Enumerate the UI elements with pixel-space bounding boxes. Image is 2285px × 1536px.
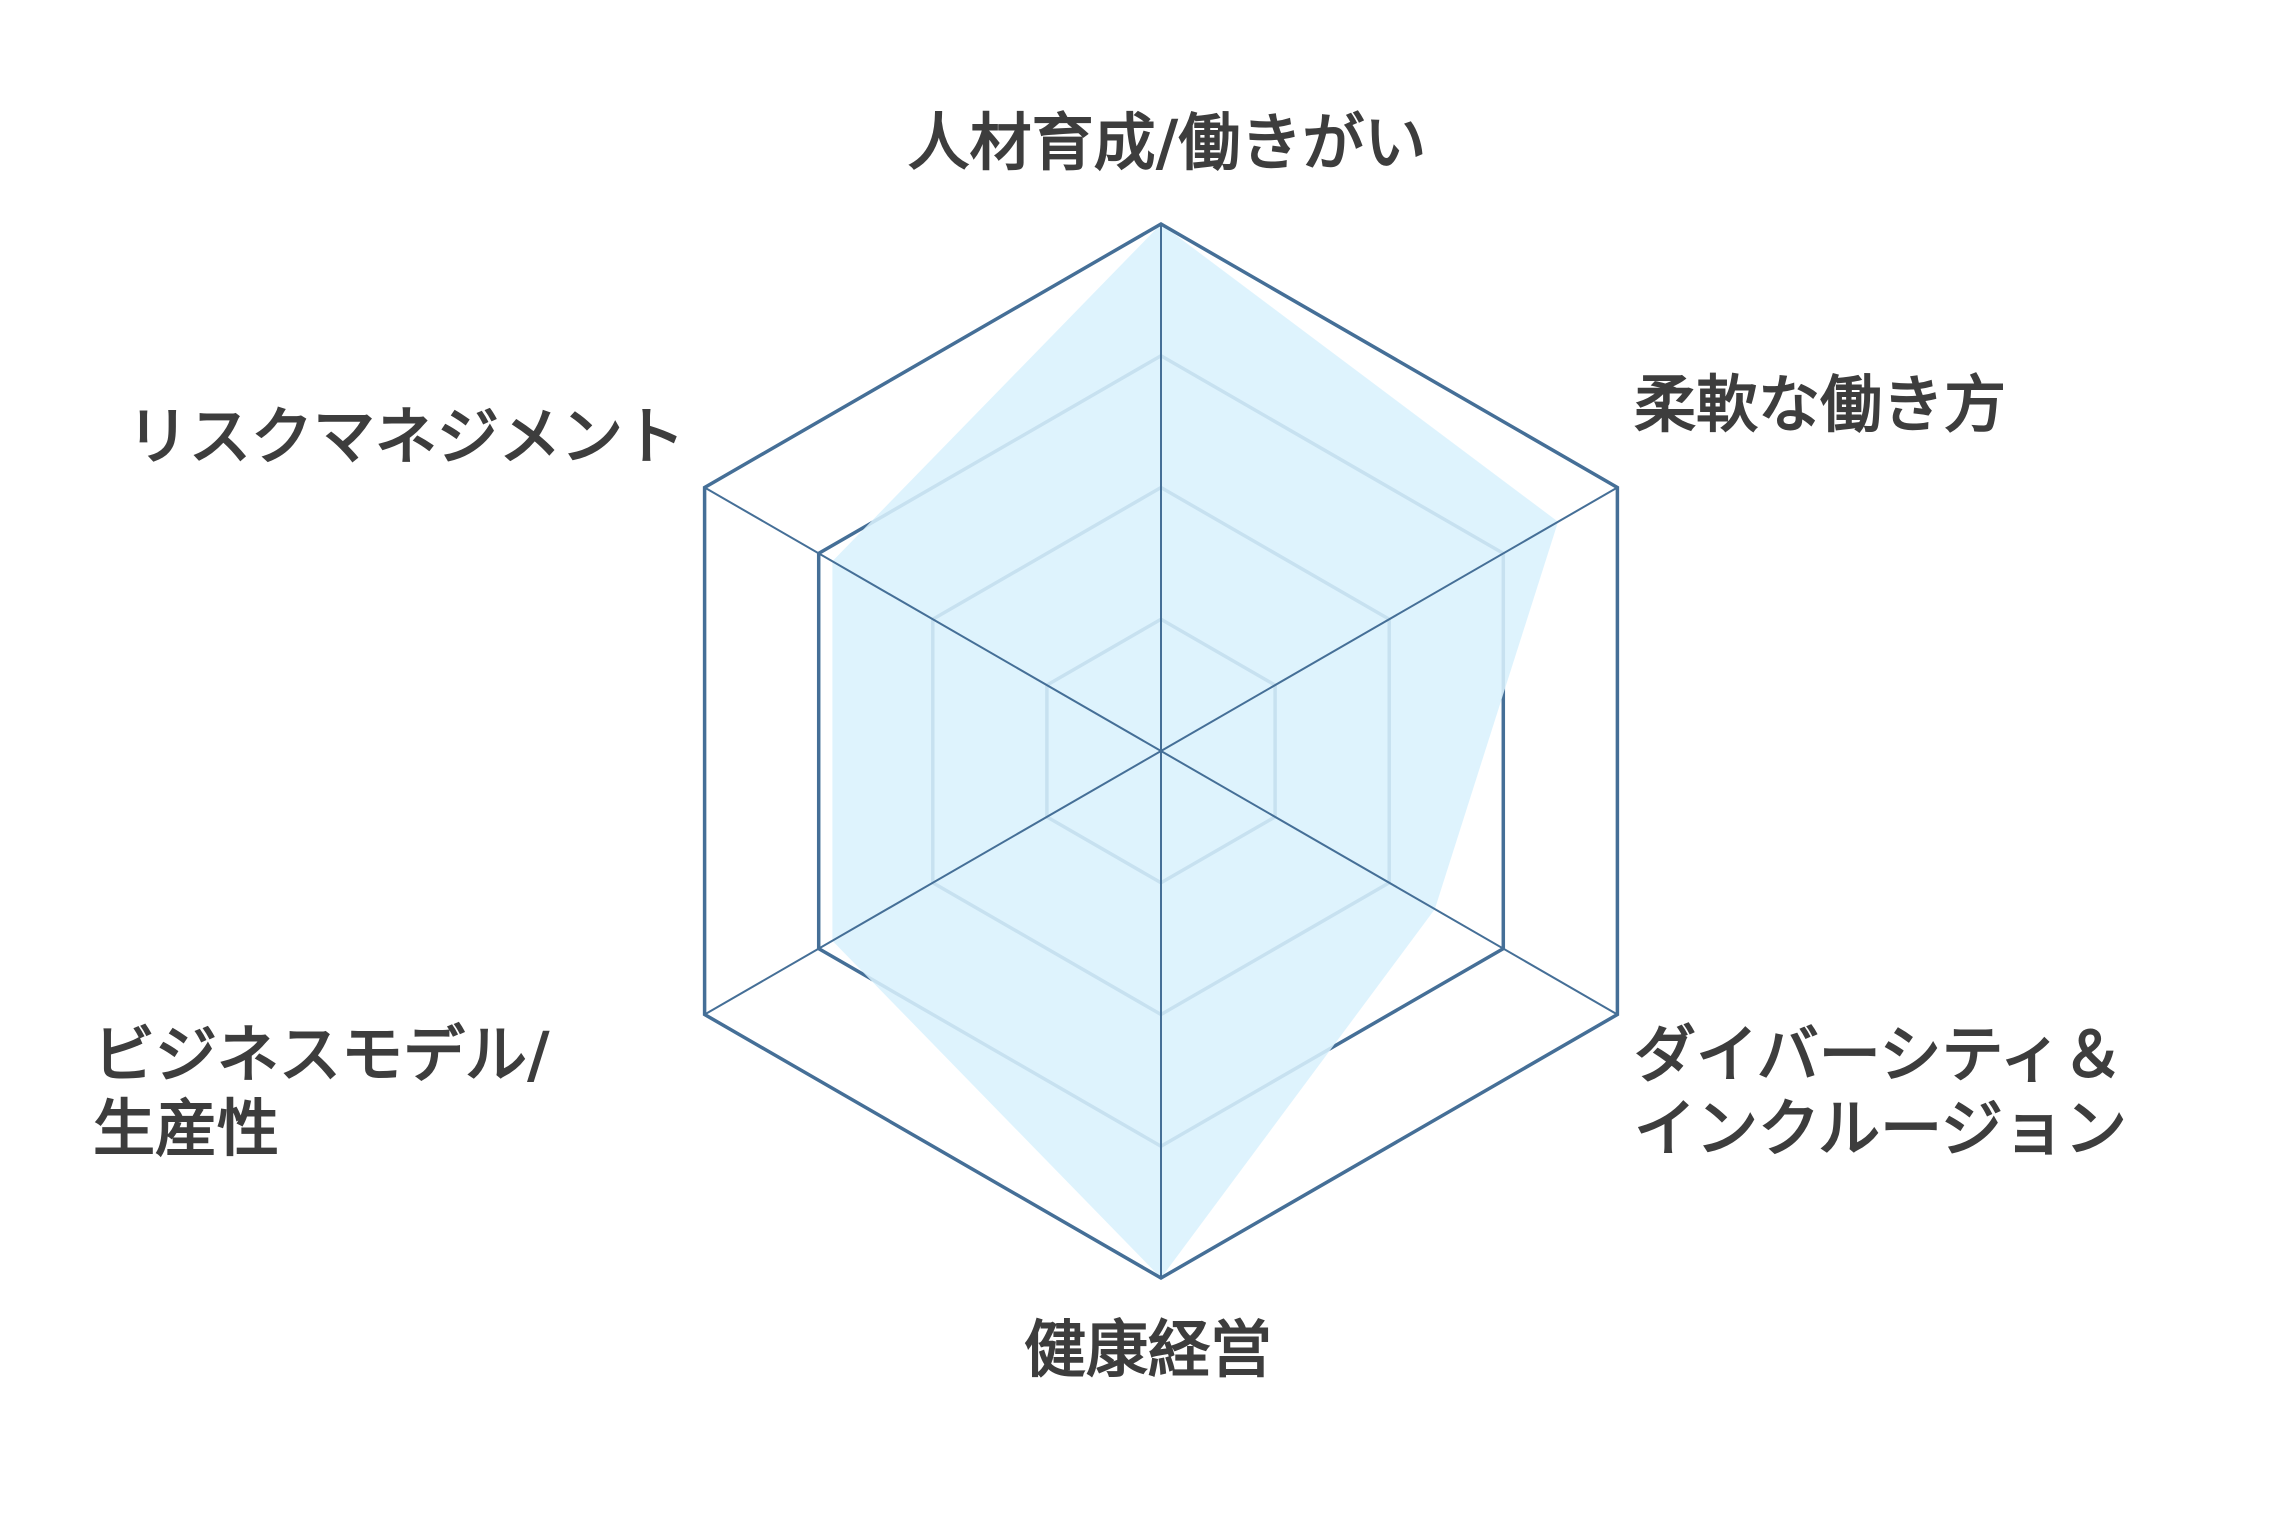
axis-spoke-4 — [704, 750, 1162, 1016]
axis-spoke-1 — [1160, 486, 1618, 752]
axis-label-line: インクルージョン — [1634, 1092, 2127, 1165]
grid-ring-100 — [702, 221, 1620, 1281]
axis-label-line: リスクマネジメント — [126, 400, 685, 473]
axis-label-1: 柔軟な働き方 — [1634, 368, 2006, 442]
axis-label-5: リスクマネジメント — [127, 400, 685, 474]
axis-label-line: 健康経営 — [1023, 1313, 1273, 1386]
axis-label-0: 人材育成/働きがい — [908, 106, 1427, 180]
axis-label-3: 健康経営 — [1024, 1313, 1272, 1387]
axis-label-line: ダイバーシティ＆ — [1634, 1018, 2124, 1091]
axis-label-2: ダイバーシティ＆インクルージョン — [1634, 1018, 2127, 1166]
axis-spoke-5 — [704, 486, 1162, 752]
series-area — [832, 224, 1559, 1278]
axis-label-4: ビジネスモデル/生産性 — [93, 1018, 550, 1166]
axis-label-line: 人材育成/働きがい — [907, 106, 1427, 179]
axis-label-line: 柔軟な働き方 — [1634, 368, 2007, 441]
axis-label-line: ビジネスモデル/ — [93, 1018, 550, 1091]
axis-spoke-2 — [1160, 750, 1618, 1016]
axis-label-line: 生産性 — [93, 1092, 280, 1165]
